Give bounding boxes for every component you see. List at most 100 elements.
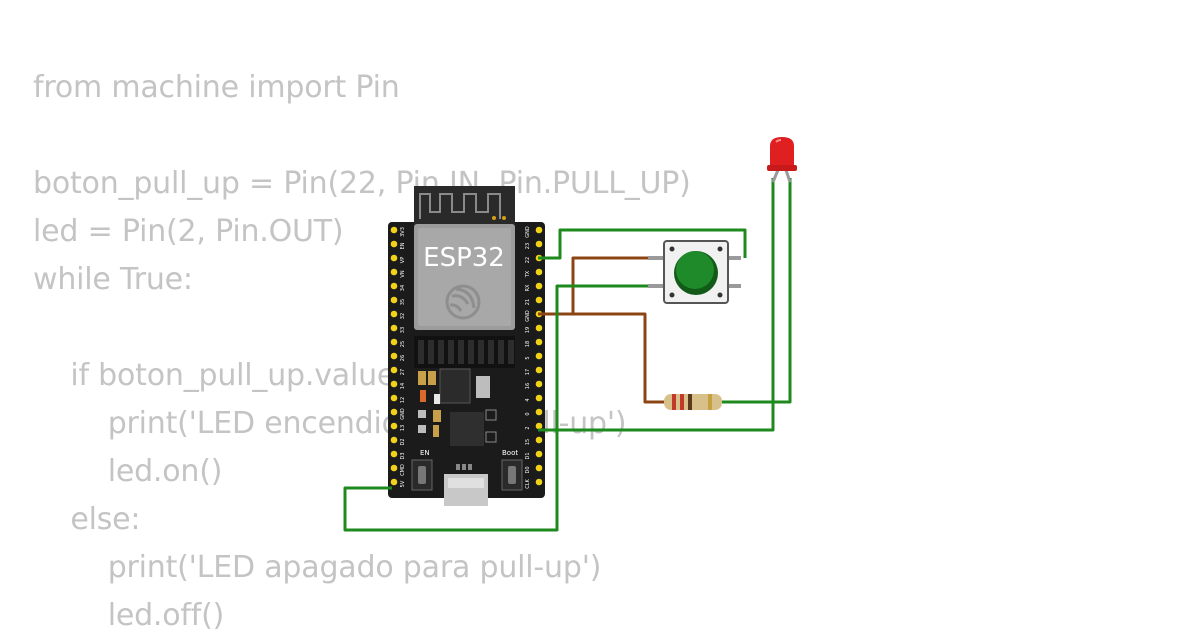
left-pin-label: D2: [400, 438, 406, 445]
red-led: [767, 137, 797, 183]
right-pin[interactable]: [535, 436, 543, 444]
right-pin-label: D0: [525, 466, 531, 473]
usb-port: [444, 464, 488, 506]
left-pin-label: 13: [400, 425, 406, 431]
left-pin[interactable]: [390, 240, 398, 248]
left-pin-label: 14: [400, 383, 406, 389]
left-pin[interactable]: [390, 478, 398, 486]
right-pin-label: 5: [525, 356, 531, 359]
left-pin-header: 3V3ENVPVN343532332526271412GND13D2D3CMD5…: [390, 226, 406, 487]
left-pin[interactable]: [390, 268, 398, 276]
right-pin[interactable]: [535, 282, 543, 290]
left-pin[interactable]: [390, 380, 398, 388]
left-pin-label: CMD: [400, 464, 406, 476]
board-name: ESP32: [423, 243, 505, 273]
left-pin-label: VN: [400, 270, 406, 277]
left-pin-label: D3: [400, 452, 406, 459]
right-pin-label: CLK: [525, 479, 531, 489]
right-pin[interactable]: [535, 394, 543, 402]
right-pin[interactable]: [535, 352, 543, 360]
code-line: print('LED apagado para pull-up'): [33, 550, 602, 585]
en-button[interactable]: [411, 459, 433, 491]
right-pin-label: 4: [525, 398, 531, 401]
left-pin-label: EN: [400, 242, 406, 249]
left-pin[interactable]: [390, 366, 398, 374]
left-pin-label: 5V: [400, 480, 406, 487]
push-button[interactable]: [648, 240, 741, 304]
right-pin-label: 19: [525, 327, 531, 333]
esp32-board[interactable]: ESP32 EN Boot: [388, 186, 545, 506]
wire-gnd-resistor: [538, 312, 668, 404]
code-line: led.on(): [33, 454, 223, 489]
left-pin-label: VP: [400, 257, 406, 263]
wire-gpio2-led: [538, 178, 775, 432]
left-pin[interactable]: [390, 352, 398, 360]
left-pin[interactable]: [390, 296, 398, 304]
left-pin[interactable]: [390, 450, 398, 458]
boot-button[interactable]: [501, 459, 523, 491]
left-pin-label: 34: [400, 285, 406, 291]
left-pin-label: 3V3: [400, 227, 406, 237]
left-pin[interactable]: [390, 408, 398, 416]
right-pin[interactable]: [535, 450, 543, 458]
right-pin[interactable]: [535, 408, 543, 416]
left-pin-label: 12: [400, 397, 406, 403]
right-pin-label: 16: [525, 383, 531, 389]
code-line: led = Pin(2, Pin.OUT): [33, 214, 344, 249]
code-line: else:: [33, 502, 141, 537]
right-pin-label: 18: [525, 341, 531, 347]
left-pin[interactable]: [390, 310, 398, 318]
right-pin[interactable]: [535, 324, 543, 332]
left-pin[interactable]: [390, 226, 398, 234]
right-pin[interactable]: [535, 268, 543, 276]
right-pin[interactable]: [535, 296, 543, 304]
left-pin-label: 27: [400, 369, 406, 375]
wire-resistor-led: [722, 178, 792, 404]
left-pin[interactable]: [390, 464, 398, 472]
right-pin-label: 21: [525, 299, 531, 305]
en-label: EN: [420, 449, 430, 457]
code-line: led.off(): [33, 598, 225, 633]
left-pin-label: 26: [400, 355, 406, 361]
code-line: from machine import Pin: [33, 70, 400, 105]
right-pin-label: 15: [525, 439, 531, 445]
left-pin-label: 32: [400, 313, 406, 319]
right-pin-label: 0: [525, 412, 531, 415]
right-pin-label: 17: [525, 369, 531, 375]
right-pin-label: RX: [525, 284, 531, 291]
right-pin-label: TX: [525, 270, 531, 278]
right-pin-label: 23: [525, 243, 531, 249]
right-pin[interactable]: [535, 240, 543, 248]
right-pin[interactable]: [535, 464, 543, 472]
left-pin[interactable]: [390, 254, 398, 262]
left-pin[interactable]: [390, 324, 398, 332]
boot-label: Boot: [502, 449, 518, 457]
right-pin-label: GND: [525, 310, 531, 322]
right-pin[interactable]: [535, 226, 543, 234]
espressif-logo-icon: [445, 284, 481, 320]
right-pin[interactable]: [535, 338, 543, 346]
left-pin-label: 33: [400, 327, 406, 333]
left-pin[interactable]: [390, 436, 398, 444]
resistor: [664, 394, 722, 410]
left-pin[interactable]: [390, 338, 398, 346]
wire-vp-button: [343, 284, 660, 532]
code-line: while True:: [33, 262, 193, 297]
right-pin-label: D1: [525, 452, 531, 459]
left-pin[interactable]: [390, 282, 398, 290]
right-pin-label: 2: [525, 426, 531, 429]
left-pin-label: GND: [400, 408, 406, 420]
right-pin[interactable]: [535, 478, 543, 486]
right-pin-label: GND: [525, 226, 531, 238]
left-pin[interactable]: [390, 422, 398, 430]
right-pin[interactable]: [535, 380, 543, 388]
right-pin[interactable]: [535, 366, 543, 374]
right-pin-label: 22: [525, 257, 531, 263]
left-pin[interactable]: [390, 394, 398, 402]
wires: [343, 178, 792, 532]
right-pin[interactable]: [535, 422, 543, 430]
wire-gpio22-button: [538, 228, 747, 260]
left-pin-label: 35: [400, 299, 406, 305]
